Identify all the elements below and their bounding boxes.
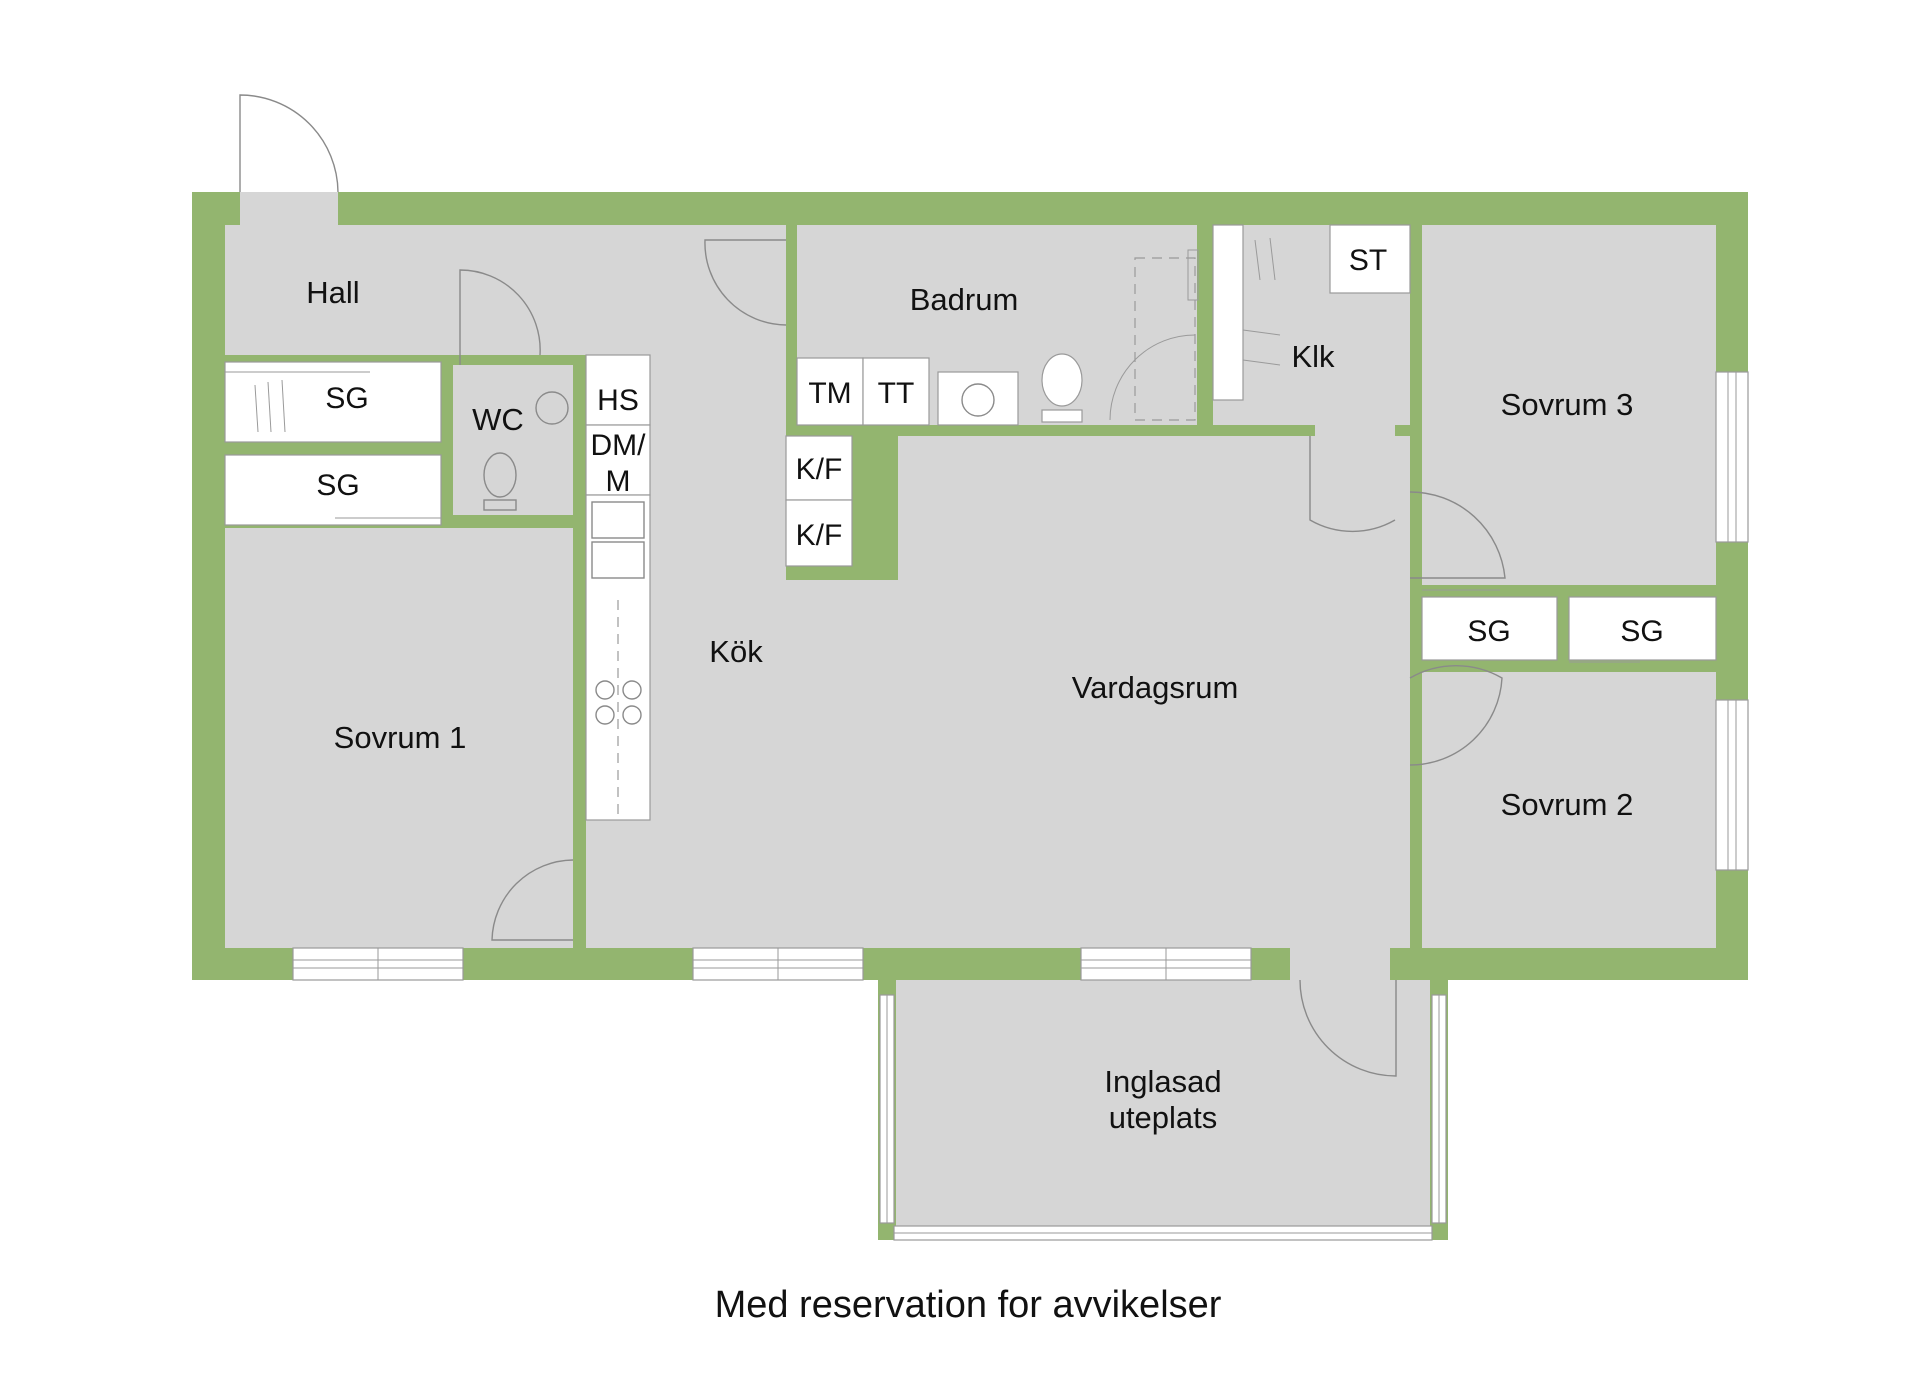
label-sg-hall-1: SG — [325, 382, 368, 415]
floor-uteplats — [896, 980, 1430, 1226]
floor-wc — [453, 365, 575, 515]
floor-vardagsrum — [898, 436, 1410, 948]
badrum-sink-icon — [937, 371, 1019, 426]
room-wc: WC — [472, 402, 524, 437]
floor-sovrum2 — [1422, 672, 1716, 948]
wall-wc-kitchen — [573, 355, 586, 848]
badrum-fixtures — [796, 249, 1199, 426]
label-sg-hall-2: SG — [316, 469, 359, 502]
floor-sovrum3 — [1422, 225, 1716, 585]
wc-fixtures — [483, 391, 569, 511]
room-uteplats-line2: uteplats — [1109, 1100, 1218, 1135]
label-sg-right-2: SG — [1620, 615, 1663, 648]
shower-icon — [1134, 257, 1196, 421]
wall-hall-wc — [441, 358, 453, 528]
floor-uteplats-door — [1290, 948, 1390, 988]
label-dm-line1: DM/ — [591, 429, 647, 462]
floors — [225, 192, 1716, 1226]
wall-sovrum1-door — [573, 848, 586, 860]
sg-right-1-box — [1421, 596, 1558, 661]
wall-badrum-bottom — [786, 425, 1314, 436]
wall-hall-top-seg — [441, 355, 586, 365]
stove-icon — [595, 680, 642, 725]
dm-box — [585, 424, 651, 496]
room-klk: Klk — [1291, 339, 1335, 374]
window-kitchen — [692, 947, 864, 981]
wall-badrum-left — [786, 225, 797, 235]
label-tt: TT — [878, 377, 915, 410]
door-entrance — [239, 94, 339, 193]
label-dm-line2: M — [606, 465, 631, 498]
door-sovrum2 — [1409, 665, 1503, 766]
wall-sg-divider — [1557, 597, 1569, 660]
room-uteplats-line1: Inglasad — [1104, 1064, 1221, 1099]
kitchen-counter — [585, 354, 651, 821]
label-kf-2: K/F — [796, 519, 843, 552]
window-vardagsrum — [1080, 947, 1252, 981]
wall-wc-bottom — [441, 515, 586, 528]
door-badrum — [704, 239, 787, 326]
wall-klk-door-right — [1395, 425, 1422, 436]
wall-klk-sov3 — [1410, 225, 1422, 425]
floor-kitchen-lower — [786, 580, 906, 948]
door-sovrum3 — [1409, 491, 1506, 579]
badrum-toilet-icon — [1041, 353, 1083, 407]
floor-sovrum1 — [225, 528, 573, 948]
kf-1-box — [785, 435, 853, 501]
floor-vardagsrum-upper — [1315, 425, 1410, 445]
tt-box — [862, 357, 930, 426]
room-sovrum2: Sovrum 2 — [1501, 787, 1634, 822]
window-uteplats-bottom — [893, 1225, 1433, 1241]
room-hall: Hall — [306, 275, 359, 310]
wall-sov3-bottom — [1410, 585, 1716, 597]
windows — [292, 371, 1749, 1241]
door-klk — [1309, 436, 1396, 533]
hall-wardrobes — [224, 361, 442, 526]
wall-badrum-left-2 — [786, 325, 797, 425]
label-st: ST — [1349, 244, 1387, 277]
room-kok: Kök — [709, 634, 763, 669]
wall-sov3-left — [1410, 436, 1422, 486]
label-sg-right-1: SG — [1467, 615, 1510, 648]
room-vardagsrum: Vardagsrum — [1072, 670, 1239, 705]
room-sovrum1: Sovrum 1 — [334, 720, 467, 755]
sg-right-2-box — [1568, 596, 1717, 661]
window-uteplats-right — [1431, 994, 1447, 1224]
kf-2-box — [785, 499, 853, 567]
wc-toilet-icon — [483, 452, 517, 498]
door-sovrum1 — [491, 859, 574, 941]
doors — [239, 94, 1506, 1077]
door-wc — [459, 269, 541, 365]
st-box — [1329, 224, 1411, 294]
wc-sink-icon — [535, 391, 569, 425]
label-kf-1: K/F — [796, 453, 843, 486]
room-badrum: Badrum — [910, 282, 1019, 317]
wall-badrum-klk — [1197, 225, 1213, 425]
window-uteplats-left — [879, 994, 895, 1224]
wall-sov2-top — [1410, 660, 1716, 672]
sink-icon — [591, 501, 645, 539]
sg-hall-1-box — [224, 361, 442, 443]
window-sovrum3 — [1715, 371, 1749, 543]
door-uteplats — [1299, 979, 1397, 1077]
label-tm: TM — [808, 377, 851, 410]
room-sovrum3: Sovrum 3 — [1501, 387, 1634, 422]
wall-sov2-left — [1410, 765, 1422, 948]
window-sovrum1 — [292, 947, 464, 981]
klk-fixtures — [1212, 224, 1411, 401]
floor-hall-door — [240, 192, 338, 225]
floor-hall — [225, 225, 441, 355]
sg-hall-2-box — [224, 454, 442, 526]
caption: Med reservation for avvikelser — [715, 1284, 1222, 1326]
wall-sov3-left-2 — [1410, 578, 1422, 678]
label-hs: HS — [597, 384, 639, 417]
window-sovrum2 — [1715, 699, 1749, 871]
